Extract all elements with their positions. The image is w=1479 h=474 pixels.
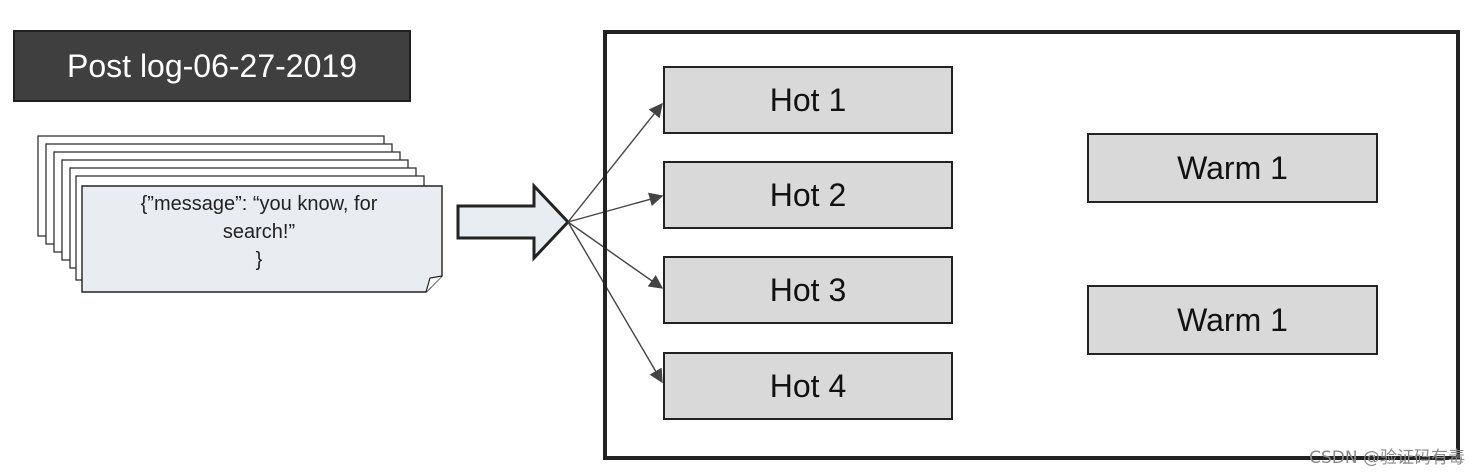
document-content: {”message”: “you know, for search!” } xyxy=(84,190,434,286)
watermark: CSDN @验证码有毒 xyxy=(1309,448,1465,468)
document-line-3: } xyxy=(255,249,263,271)
index-title: Post log-06-27-2019 xyxy=(13,30,411,102)
warm-node-1: Warm 1 xyxy=(1087,133,1378,203)
route-arrow-hot-4 xyxy=(567,221,663,384)
document-page-fold xyxy=(425,275,443,293)
route-arrow-hot-1 xyxy=(567,102,663,223)
hot-node-1: Hot 1 xyxy=(663,66,953,134)
route-arrow-hot-2 xyxy=(567,192,664,223)
ingest-arrow xyxy=(456,182,571,262)
document-line-2: search!” xyxy=(222,221,296,243)
hot-node-2: Hot 2 xyxy=(663,161,953,229)
hot-node-4: Hot 4 xyxy=(663,352,953,420)
cluster-container xyxy=(603,30,1460,460)
document-line-1: {”message”: “you know, for xyxy=(140,193,378,215)
route-arrow-hot-3 xyxy=(567,221,664,289)
document-stack xyxy=(37,135,443,293)
hot-node-3: Hot 3 xyxy=(663,256,953,324)
warm-node-2: Warm 1 xyxy=(1087,285,1378,355)
routing-arrows xyxy=(567,102,664,384)
